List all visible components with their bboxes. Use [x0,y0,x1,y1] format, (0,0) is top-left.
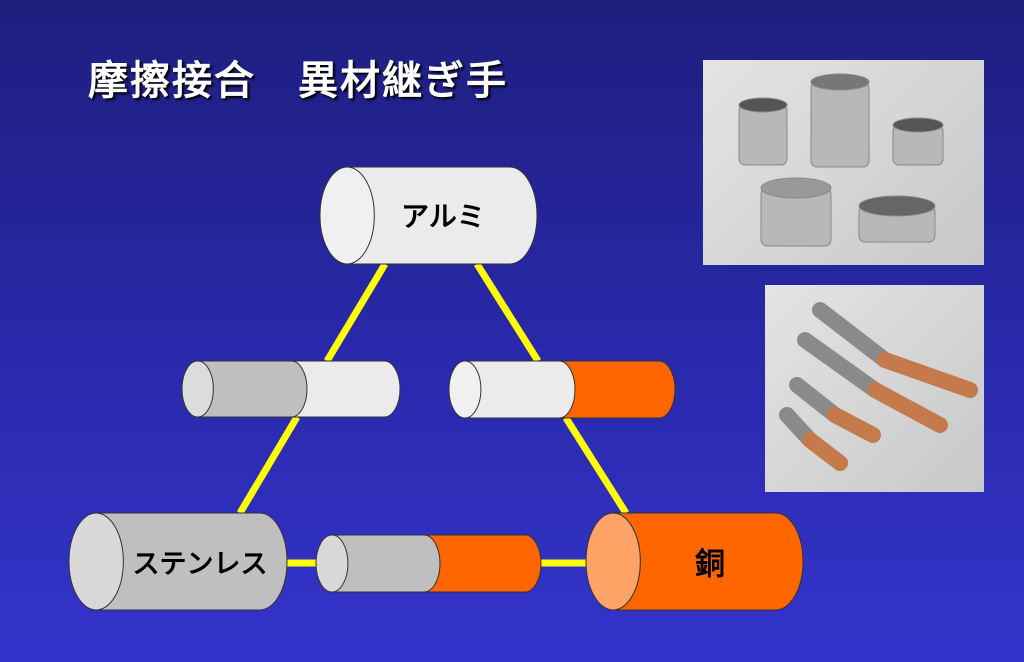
connector-line [323,262,389,363]
label-copper: 銅 [695,547,725,582]
photo-copper-stainless-rods [765,285,984,492]
connector-line [236,415,301,515]
connector-line [563,416,629,515]
cylinder-aluminum-copper-joint [448,360,676,419]
cylinder-aluminum [319,166,538,265]
label-aluminum: アルミ [401,200,485,233]
cylinder-stainless-aluminum-joint [181,360,401,418]
connector-line [474,262,541,363]
cylinder-stainless-copper-joint [315,534,542,593]
slide-title: 摩擦接合 異材継ぎ手 [88,58,508,104]
connector-lines [236,262,629,567]
label-stainless: ステンレス [133,549,268,580]
cylinder-stainless [68,512,288,611]
cylinder-copper [585,512,804,611]
photo-aluminum-joint-parts [703,60,984,265]
